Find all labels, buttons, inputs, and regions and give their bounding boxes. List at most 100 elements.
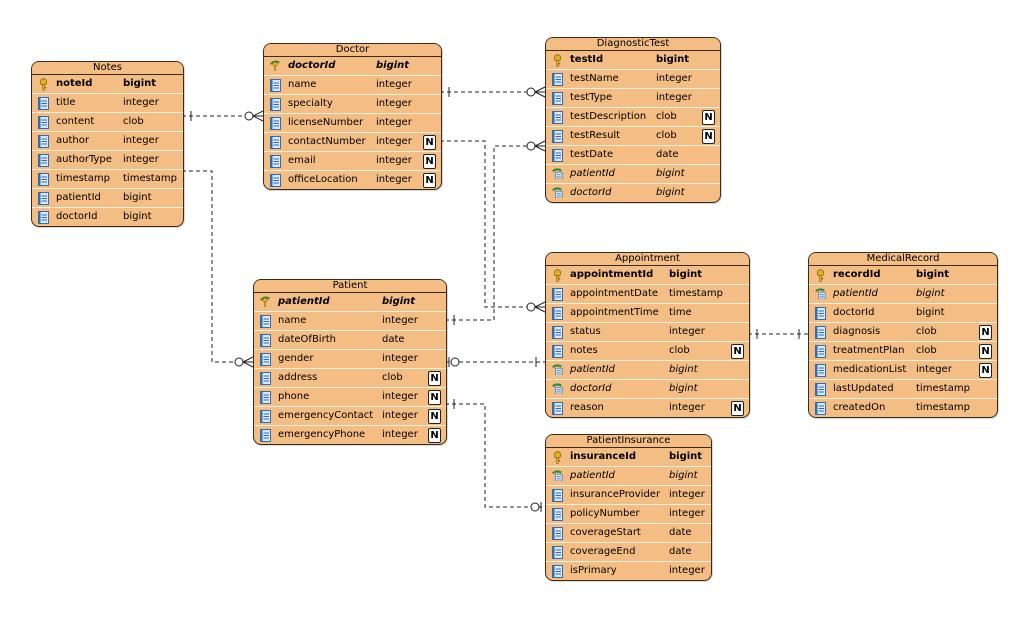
column-name: appointmentTime bbox=[570, 307, 659, 318]
column-name: isPrimary bbox=[570, 565, 617, 576]
column-icon bbox=[552, 111, 563, 124]
column-name: specialty bbox=[288, 98, 333, 109]
column-type: integer bbox=[376, 174, 412, 185]
column-type: clob bbox=[382, 372, 403, 383]
column-name: notes bbox=[570, 345, 598, 356]
column-icon bbox=[260, 429, 271, 442]
column-row[interactable]: patientId bigint bbox=[32, 189, 183, 208]
column-name: appointmentDate bbox=[570, 288, 659, 299]
entity-title: Doctor bbox=[264, 44, 441, 57]
cardinality-zero-mark bbox=[530, 502, 540, 512]
column-name: email bbox=[288, 155, 316, 166]
column-name: testType bbox=[570, 92, 613, 103]
column-icon bbox=[270, 174, 281, 187]
column-icon bbox=[552, 288, 563, 301]
column-icon bbox=[552, 326, 563, 339]
column-name: name bbox=[288, 79, 317, 90]
column-icon bbox=[270, 155, 281, 168]
crows-foot-mark bbox=[534, 86, 546, 93]
crows-foot-mark bbox=[534, 140, 546, 147]
column-icon bbox=[815, 383, 826, 396]
column-type: bigint bbox=[916, 269, 950, 280]
column-type: integer bbox=[376, 117, 412, 128]
column-row[interactable]: gender integer bbox=[254, 350, 446, 369]
entity-title: MedicalRecord bbox=[809, 253, 997, 266]
column-type: bigint bbox=[916, 307, 945, 318]
column-name: doctorId bbox=[288, 60, 336, 71]
column-name: recordId bbox=[833, 269, 881, 280]
column-name: gender bbox=[278, 353, 314, 364]
column-row[interactable]: recordId bigint bbox=[809, 266, 997, 285]
nullable-badge: N bbox=[731, 401, 744, 416]
column-icon bbox=[552, 489, 563, 502]
nullable-badge: N bbox=[428, 409, 441, 424]
column-type: bigint bbox=[123, 192, 152, 203]
column-name: coverageStart bbox=[570, 527, 641, 538]
foreign-key-icon bbox=[815, 288, 826, 301]
column-type: integer bbox=[382, 429, 418, 440]
column-name: patientId bbox=[56, 192, 101, 203]
relationship-patient-diagnostic bbox=[445, 140, 546, 325]
column-name: emergencyPhone bbox=[278, 429, 366, 440]
column-type: integer bbox=[382, 353, 418, 364]
